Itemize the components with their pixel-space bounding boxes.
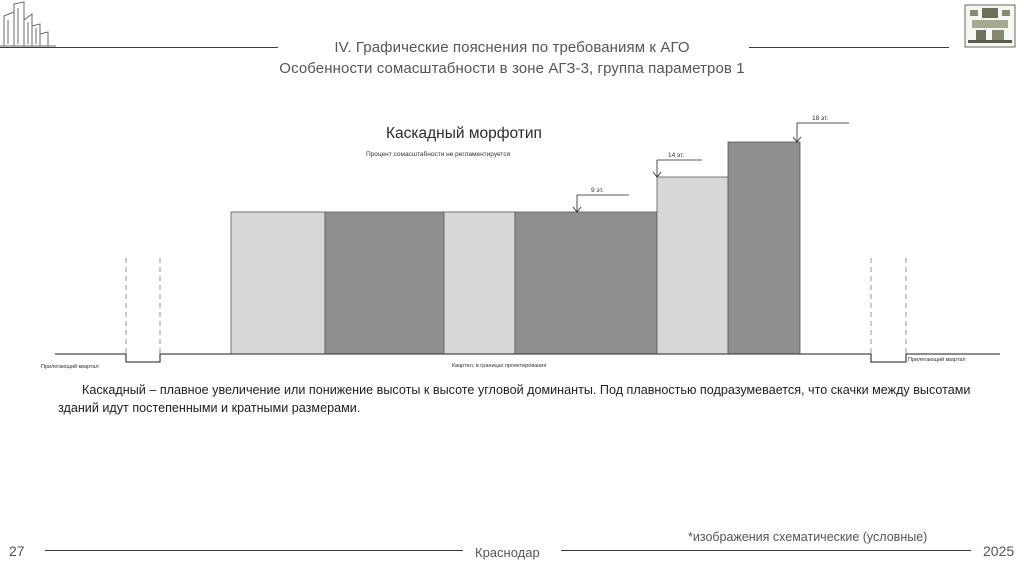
footer-year: 2025 <box>983 543 1015 559</box>
height-label-14: 14 эт. <box>668 152 684 159</box>
description-text: Каскадный – плавное увеличение или пониж… <box>58 383 971 415</box>
cascade-morphotype-diagram: Каскадный морфотип Процент сомасштабност… <box>41 115 1000 370</box>
header-left-rule <box>0 47 278 48</box>
marker-9-arrowhead <box>572 206 582 213</box>
skyline-logo-icon <box>0 1 56 47</box>
footer-note: *изображения схематические (условные) <box>688 530 928 544</box>
height-label-18: 18 эт. <box>812 115 828 122</box>
header-right-rule <box>749 47 949 48</box>
building-4-dark <box>514 211 658 355</box>
ground-label-left: Прилегающий квартал <box>41 363 99 370</box>
header-title-line1: IV. Графические пояснения по требованиям… <box>334 39 690 56</box>
ground-profile-line <box>55 353 1000 363</box>
building-3-light <box>443 211 516 355</box>
header-title-line2: Особенности сомасштабности в зоне АГЗ-3,… <box>279 60 745 77</box>
height-label-9: 9 эт. <box>591 187 604 194</box>
footer-city: Краснодар <box>475 545 540 560</box>
description-paragraph: Каскадный – плавное увеличение или пониж… <box>58 381 978 417</box>
building-2-dark <box>324 211 445 355</box>
ground-label-center: Квартал, в границах проектирования <box>452 363 546 369</box>
ground-label-right: Прилегающий квартал <box>908 356 966 363</box>
diagram-subtitle: Процент сомасштабности не регламентирует… <box>366 150 511 158</box>
building-6-dark <box>727 141 801 355</box>
footer-right-rule <box>561 550 971 551</box>
building-5-light <box>656 176 729 355</box>
city-emblem-icon <box>964 4 1016 48</box>
diagram-title: Каскадный морфотип <box>386 125 542 142</box>
footer-left-rule <box>45 550 463 551</box>
page-number: 27 <box>9 543 25 559</box>
building-1-light <box>230 211 326 355</box>
marker-14-arrowhead <box>652 171 662 178</box>
marker-18-arrowhead <box>792 136 802 143</box>
